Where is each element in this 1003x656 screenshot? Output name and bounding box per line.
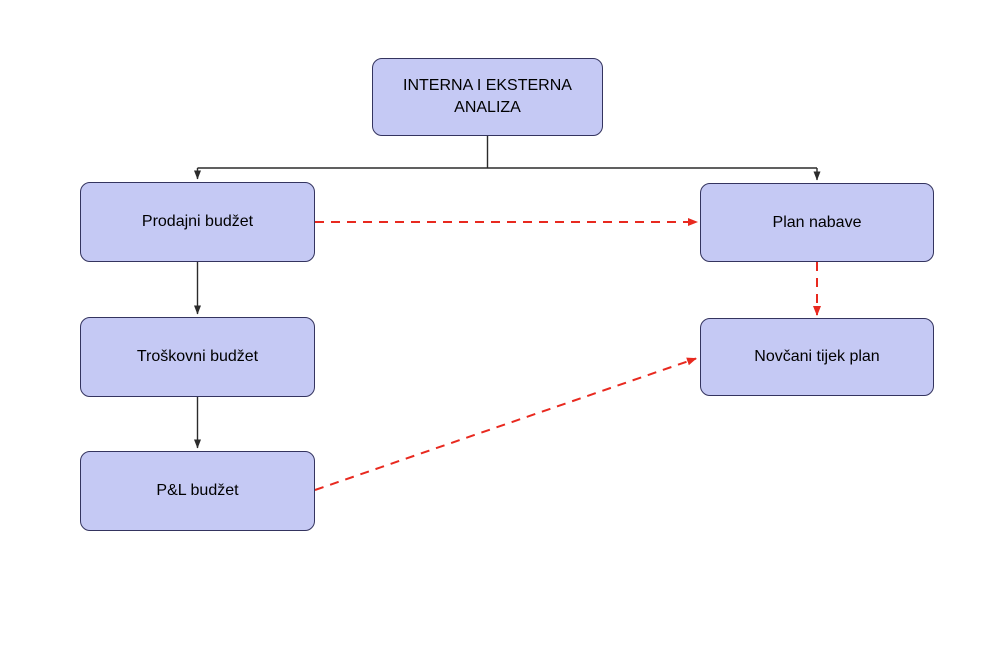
- node-interna-eksterna-analiza: INTERNA I EKSTERNA ANALIZA: [372, 58, 603, 136]
- node-pl-budzet: P&L budžet: [80, 451, 315, 531]
- node-plan-nabave: Plan nabave: [700, 183, 934, 262]
- node-troskovni-budzet: Troškovni budžet: [80, 317, 315, 397]
- node-pl-budzet-label: P&L budžet: [156, 482, 239, 499]
- node-prodajni-budzet-label: Prodajni budžet: [141, 213, 254, 230]
- node-troskovni-budzet-label: Troškovni budžet: [136, 348, 259, 365]
- node-novcani-tijek-plan-label: Novčani tijek plan: [754, 348, 880, 365]
- connector-pl-to-novcani: [314, 357, 697, 491]
- node-novcani-tijek-plan: Novčani tijek plan: [700, 318, 934, 396]
- node-plan-nabave-label: Plan nabave: [772, 213, 862, 231]
- node-interna-eksterna-analiza-label: INTERNA I EKSTERNA ANALIZA: [403, 77, 572, 116]
- node-prodajni-budzet: Prodajni budžet: [80, 182, 315, 262]
